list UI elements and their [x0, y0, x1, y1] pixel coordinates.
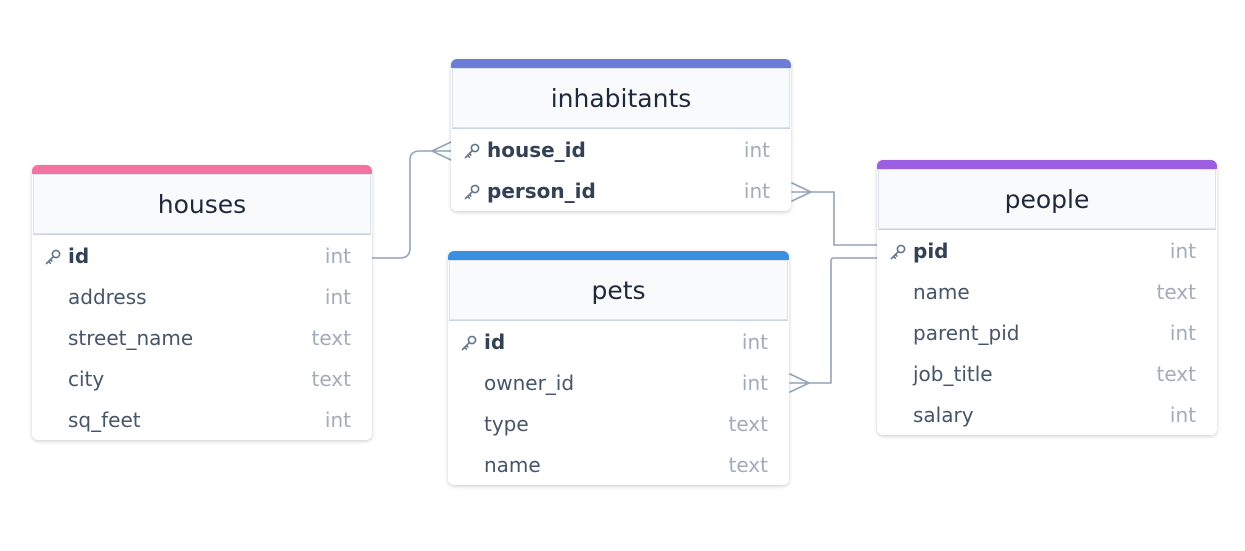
field-name: salary — [913, 402, 974, 427]
field-type: int — [1169, 402, 1196, 427]
primary-key-icon — [889, 242, 907, 260]
field-name: address — [68, 284, 147, 309]
crowfoot-pets-owner-id — [789, 373, 810, 393]
field-type: int — [743, 137, 770, 162]
field-type: int — [741, 329, 768, 354]
table-accent-bar — [877, 160, 1217, 169]
field-type: int — [741, 370, 768, 395]
field-type: int — [324, 243, 351, 268]
field-name: job_title — [913, 361, 993, 386]
field-row-name[interactable]: name text — [448, 444, 789, 485]
field-type: text — [311, 366, 351, 391]
field-row-id[interactable]: id int — [448, 321, 789, 362]
field-row-salary[interactable]: salary int — [877, 394, 1217, 435]
field-name: name — [484, 452, 541, 477]
table-header[interactable]: pets — [449, 260, 788, 321]
field-row-house-id[interactable]: house_id int — [451, 129, 791, 170]
field-name: name — [913, 279, 970, 304]
field-name: city — [68, 366, 105, 391]
primary-key-icon — [460, 333, 478, 351]
field-row-pid[interactable]: pid int — [877, 230, 1217, 271]
field-row-sq-feet[interactable]: sq_feet int — [32, 399, 372, 440]
field-name: parent_pid — [913, 320, 1020, 345]
connector-people-pid-to-pets-owner-id[interactable] — [789, 257, 878, 384]
connector-people-pid-to-inhabitants-person-id[interactable] — [791, 191, 878, 246]
field-type: int — [1169, 320, 1196, 345]
field-row-owner-id[interactable]: owner_id int — [448, 362, 789, 403]
crowfoot-inhabitants-person-id — [791, 182, 812, 202]
field-name: street_name — [68, 325, 194, 350]
primary-key-icon — [44, 247, 62, 265]
table-header[interactable]: inhabitants — [452, 68, 790, 129]
primary-key-icon — [463, 182, 481, 200]
field-row-street-name[interactable]: street_name text — [32, 317, 372, 358]
field-name: house_id — [487, 137, 586, 162]
field-type: int — [324, 407, 351, 432]
field-row-person-id[interactable]: person_id int — [451, 170, 791, 211]
field-type: int — [324, 284, 351, 309]
connector-houses-id-to-inhabitants-house-id[interactable] — [371, 150, 452, 259]
field-row-type[interactable]: type text — [448, 403, 789, 444]
table-header[interactable]: houses — [33, 174, 371, 235]
field-type: text — [1156, 279, 1196, 304]
field-type: int — [743, 178, 770, 203]
field-row-address[interactable]: address int — [32, 276, 372, 317]
field-name: pid — [913, 238, 949, 263]
field-name: owner_id — [484, 370, 575, 395]
field-row-city[interactable]: city text — [32, 358, 372, 399]
primary-key-icon — [463, 141, 481, 159]
field-type: text — [728, 411, 768, 436]
field-type: text — [311, 325, 351, 350]
table-accent-bar — [448, 251, 789, 260]
field-name: id — [484, 329, 506, 354]
crowfoot-inhabitants-house-id — [431, 141, 452, 161]
table-accent-bar — [451, 59, 791, 68]
field-name: person_id — [487, 178, 596, 203]
table-pets[interactable]: pets id int owner_id int type text name text — [448, 251, 789, 485]
field-list: id int owner_id int type text name text — [448, 321, 789, 485]
field-row-job-title[interactable]: job_title text — [877, 353, 1217, 394]
field-name: sq_feet — [68, 407, 141, 432]
field-row-name[interactable]: name text — [877, 271, 1217, 312]
field-name: type — [484, 411, 529, 436]
field-name: id — [68, 243, 90, 268]
field-row-parent-pid[interactable]: parent_pid int — [877, 312, 1217, 353]
field-type: int — [1169, 238, 1196, 263]
field-type: text — [728, 452, 768, 477]
field-type: text — [1156, 361, 1196, 386]
table-header[interactable]: people — [878, 169, 1216, 230]
table-accent-bar — [32, 165, 372, 174]
field-row-id[interactable]: id int — [32, 235, 372, 276]
